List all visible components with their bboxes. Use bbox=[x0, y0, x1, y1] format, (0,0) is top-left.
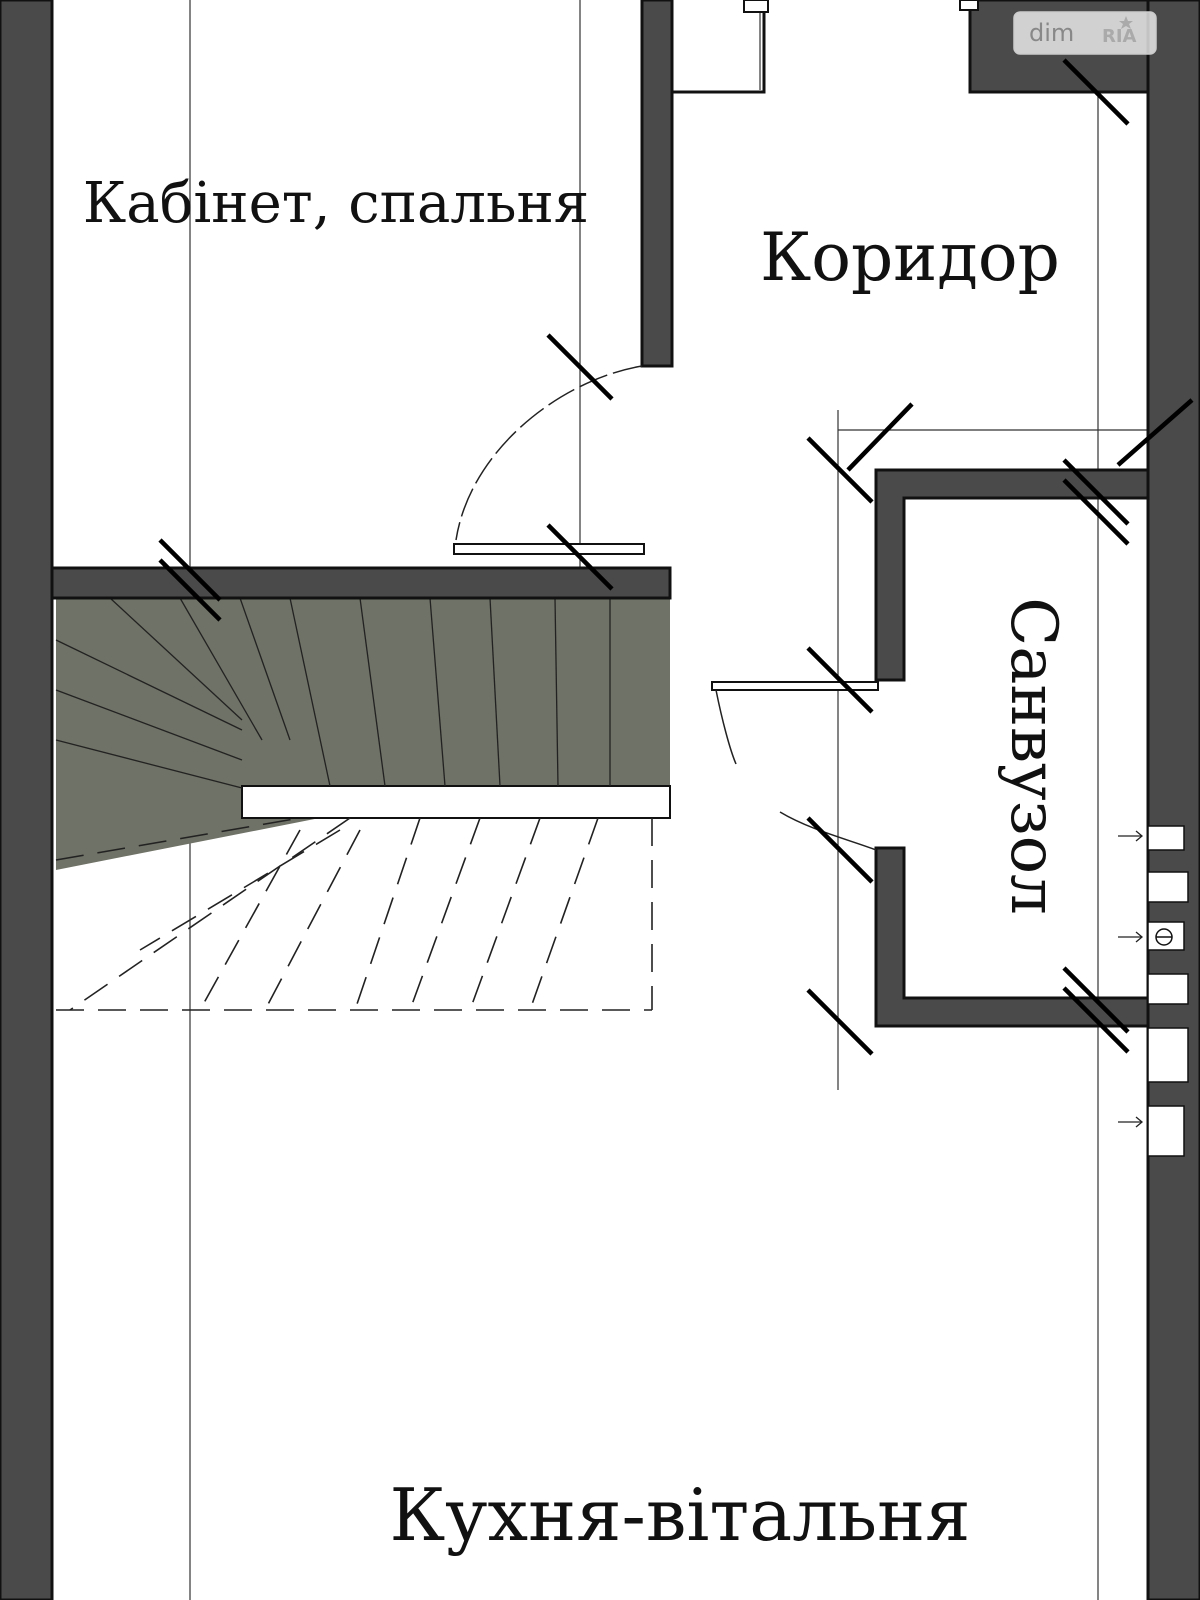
stair-top-wall bbox=[50, 566, 672, 600]
label-corridor: Коридор bbox=[760, 219, 1060, 296]
bathroom-door-swing bbox=[715, 689, 737, 765]
bathroom-door-swing-2 bbox=[779, 811, 877, 851]
bathroom-door-leaf bbox=[711, 681, 879, 691]
right-wall-openings bbox=[1147, 825, 1189, 1157]
bedroom-door-swing bbox=[455, 365, 643, 541]
star-icon bbox=[1119, 16, 1133, 29]
left-outer-wall bbox=[0, 0, 54, 1600]
label-kitchen-living: Кухня-вітальня bbox=[389, 1473, 970, 1557]
bedroom-door-leaf bbox=[453, 543, 645, 555]
stair-landing bbox=[241, 785, 671, 819]
dimension-ticks bbox=[158, 58, 1194, 1056]
watermark-ria: RIA bbox=[1102, 26, 1137, 47]
bedroom-corridor-wall bbox=[640, 0, 766, 368]
vent-arrows bbox=[1118, 830, 1144, 1128]
stairs-winder-fill bbox=[56, 788, 350, 870]
stairs-fill bbox=[56, 598, 670, 788]
watermark-logo: dim RIA bbox=[1013, 11, 1157, 55]
watermark-dim: dim bbox=[1029, 19, 1074, 47]
top-fixture bbox=[743, 0, 979, 13]
label-bathroom: Санвузол bbox=[996, 597, 1070, 915]
doors bbox=[453, 365, 879, 851]
label-study-bedroom: Кабінет, спальня bbox=[83, 171, 589, 236]
right-outer-wall bbox=[1146, 0, 1200, 1600]
bathroom-wall bbox=[874, 468, 1150, 682]
staircase bbox=[55, 597, 671, 1011]
